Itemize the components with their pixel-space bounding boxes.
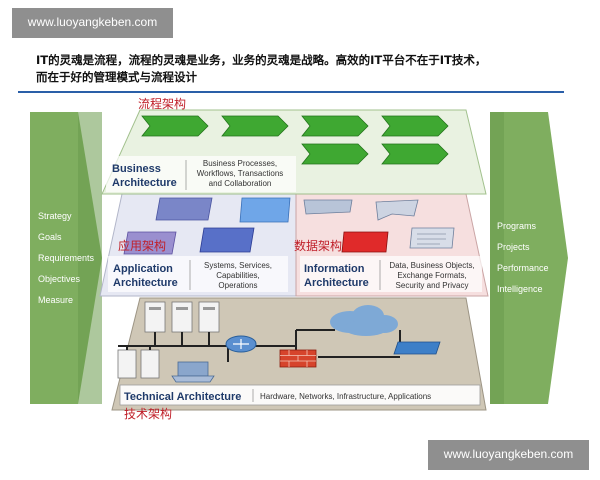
application-layer: Application Architecture Systems, Servic… [99,193,297,297]
watermark-bottom: www.luoyangkeben.com [428,440,589,470]
left-pillar: Strategy Goals Requirements Objectives M… [30,112,102,404]
application-architecture-title-line-2: Architecture [113,277,178,289]
technical-architecture-cn-label: 技术架构 [124,406,172,421]
firewall-icon [279,349,317,368]
business-architecture-cn-label: 流程架构 [138,96,186,111]
left-pillar-item-goals: Goals [38,232,62,242]
right-pillar: Programs Projects Performance Intelligen… [490,112,568,404]
desktop-computer-icon [117,349,160,379]
network-switch-icon [393,341,441,355]
process-flow [141,115,449,165]
left-pillar-item-strategy: Strategy [38,211,72,221]
server-icon [144,301,220,333]
data-object-icon [303,199,455,253]
business-architecture-desc-line-1: Business Processes, [203,159,277,168]
router-icon [225,335,257,353]
information-architecture-cn-label: 数据架构 [294,238,342,253]
business-architecture-desc-line-3: and Collaboration [209,179,272,188]
application-architecture-desc-line-3: Operations [218,281,257,290]
page-heading: IT的灵魂是流程，流程的灵魂是业务，业务的灵魂是战略。高效的IT平台不在于IT技… [36,52,584,86]
information-architecture-title-line-2: Architecture [304,277,369,289]
application-module-icon [123,197,291,255]
information-architecture-title-line-1: Information [304,263,365,275]
application-architecture-title-line-1: Application [113,263,173,275]
application-architecture-desc-line-2: Capabilities, [216,271,260,280]
information-architecture-desc-line-2: Exchange Formats, [397,271,466,280]
network-bus [118,329,401,362]
right-pillar-item-performance: Performance [497,263,549,273]
left-pillar-item-requirements: Requirements [38,253,95,263]
watermark-top: www.luoyangkeben.com [12,8,173,38]
left-pillar-item-measure: Measure [38,295,73,305]
information-architecture-desc-line-3: Security and Privacy [396,281,469,290]
technical-architecture-description: Hardware, Networks, Infrastructure, Appl… [260,392,431,401]
cloud-icon [330,305,398,336]
right-pillar-item-intelligence: Intelligence [497,284,543,294]
heading-line-1: IT的灵魂是流程，流程的灵魂是业务，业务的灵魂是战略。高效的IT平台不在于IT技… [36,53,487,67]
right-pillar-item-programs: Programs [497,221,537,231]
left-pillar-item-objectives: Objectives [38,274,81,284]
business-layer: Business Architecture Business Processes… [101,109,487,195]
business-architecture-desc-line-2: Workflows, Transactions [197,169,284,178]
application-architecture-desc-line-1: Systems, Services, [204,261,272,270]
heading-line-2: 而在于好的管理模式与流程设计 [36,70,197,84]
technical-architecture-title: Technical Architecture [124,391,241,403]
heading-rule [18,91,564,93]
information-architecture-desc-line-1: Data, Business Objects, [389,261,474,270]
right-pillar-item-projects: Projects [497,242,530,252]
business-architecture-title-line-2: Architecture [112,177,177,189]
business-architecture-title-line-1: Business [112,163,161,175]
technical-layer: Technical Architecture Hardware, Network… [111,297,487,411]
application-architecture-cn-label: 应用架构 [118,238,166,253]
information-layer: Information Architecture Data, Business … [295,193,489,297]
laptop-icon [171,361,215,383]
